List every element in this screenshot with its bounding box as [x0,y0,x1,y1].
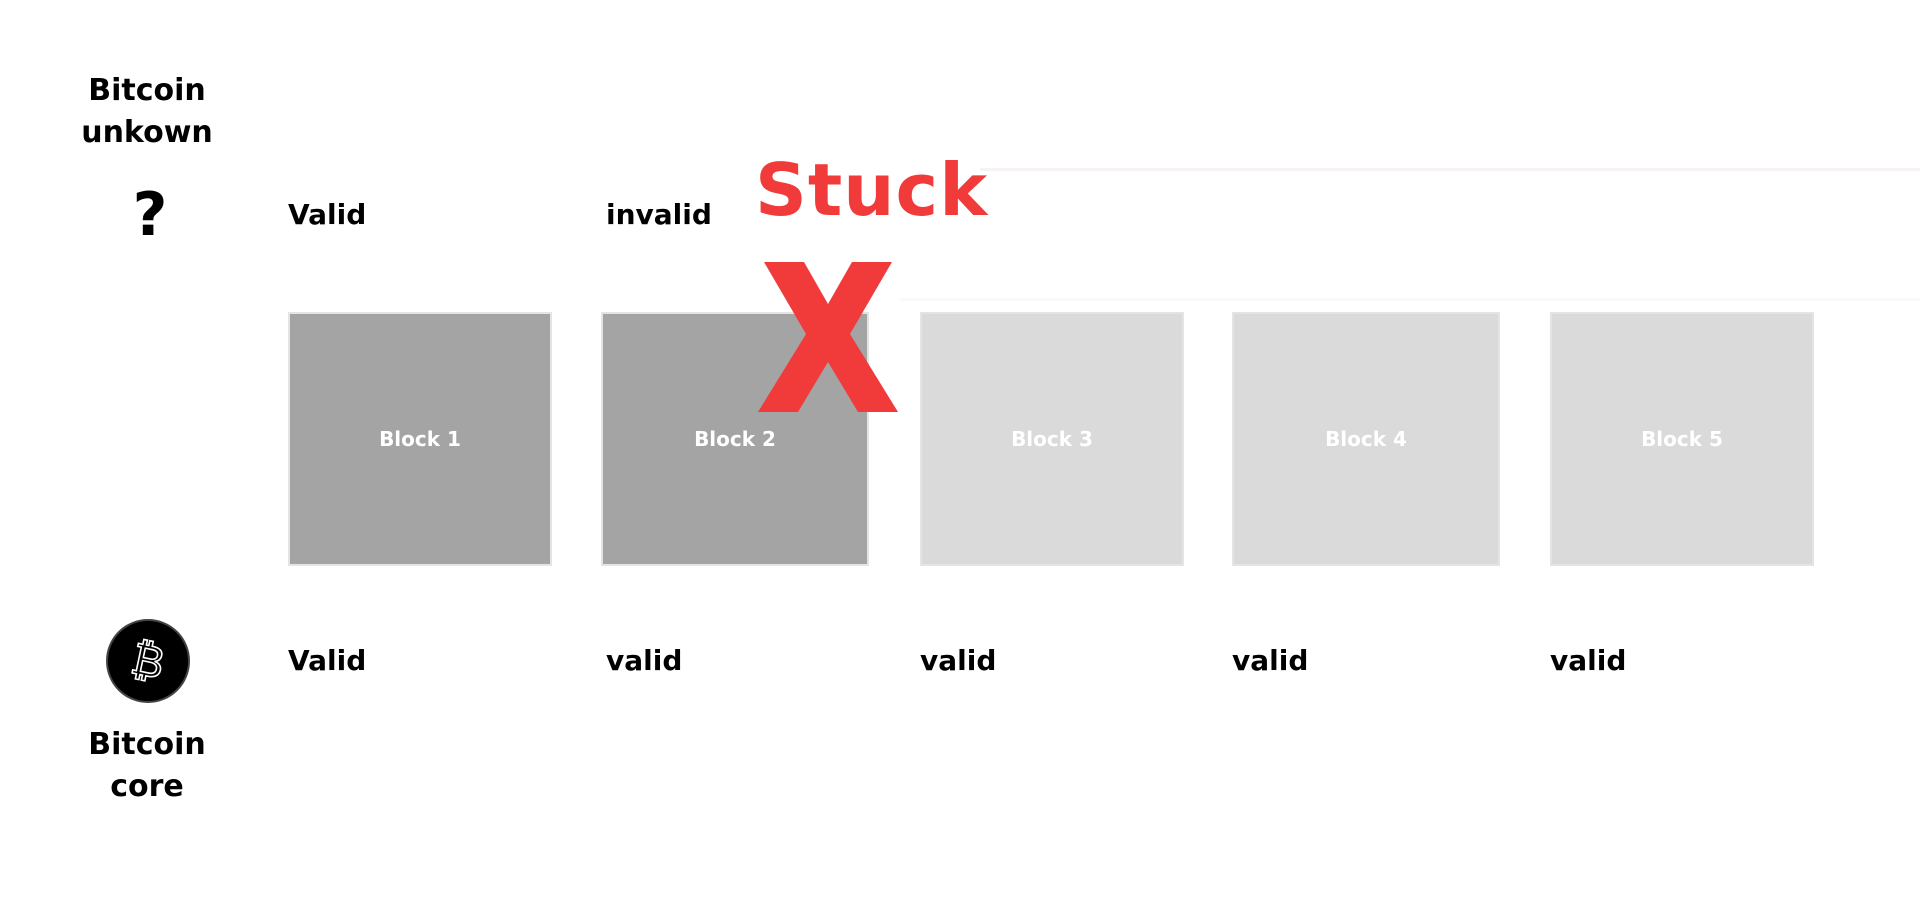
block-4: Block 4 [1232,312,1500,566]
bottom-node-label-line1: Bitcoin [88,727,206,762]
top-status-2: invalid [606,198,712,231]
bottom-status-1: Valid [288,644,367,677]
x-icon [758,262,898,412]
top-status-1: Valid [288,198,367,231]
bottom-status-3: valid [920,644,997,677]
bitcoin-icon: ₿ [106,619,190,703]
block-3-label: Block 3 [1011,427,1093,451]
bottom-status-5: valid [1550,644,1627,677]
top-node-label: Bitcoin unkown [62,70,232,154]
bottom-node-label-line2: core [110,769,184,804]
stuck-label: Stuck [755,148,989,232]
block-5: Block 5 [1550,312,1814,566]
block-2-label: Block 2 [694,427,776,451]
top-node-label-line2: unkown [81,115,213,150]
faint-line-top [980,168,1920,171]
bottom-node-label: Bitcoin core [62,724,232,808]
block-3: Block 3 [920,312,1184,566]
bottom-status-4: valid [1232,644,1309,677]
top-node-label-line1: Bitcoin [88,73,206,108]
block-1: Block 1 [288,312,552,566]
faint-line-middle [900,298,1920,301]
block-1-label: Block 1 [379,427,461,451]
question-icon: ? [132,180,168,250]
bottom-status-2: valid [606,644,683,677]
block-5-label: Block 5 [1641,427,1723,451]
block-4-label: Block 4 [1325,427,1407,451]
